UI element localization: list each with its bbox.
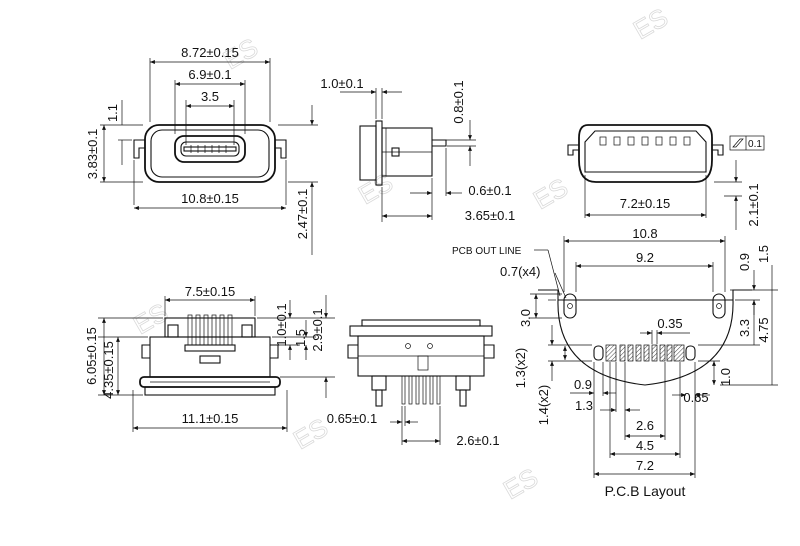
pcb-slot-width-label: 0.7(x4)	[500, 264, 540, 279]
side-depth-label: 3.65±0.1	[465, 208, 516, 223]
front-view	[100, 58, 318, 255]
pcb-layout-view	[530, 236, 778, 478]
side-flange-label: 1.0±0.1	[320, 76, 363, 91]
face-view	[567, 124, 765, 230]
side-tail-height-label: 0.8±0.1	[451, 80, 466, 123]
pcb-top-2-label: 1.5	[756, 245, 771, 263]
top-body-width-label: 10.8±0.15	[181, 191, 239, 206]
pcb-edge-label: 1.0	[718, 368, 733, 386]
bottom-width-label: 7.5±0.15	[185, 284, 236, 299]
top-outer-width-label: 8.72±0.15	[181, 45, 239, 60]
pcb-pad-1-label: 1.3	[575, 398, 593, 413]
back-view	[347, 319, 495, 445]
bottom-pin-2-label: 1.5	[293, 329, 308, 347]
bottom-pin-3-label: 2.9±0.1	[310, 308, 325, 351]
pcb-top-1-label: 0.9	[737, 253, 752, 271]
side-view	[340, 88, 476, 222]
pcb-pad-end-label: 0.65	[683, 390, 708, 405]
svg-text:ES: ES	[528, 172, 573, 215]
face-width-label: 7.2±0.15	[620, 196, 671, 211]
top-side-step-label: 1.1	[105, 104, 120, 122]
bottom-view	[98, 295, 335, 432]
top-opening-width-label: 6.9±0.1	[188, 67, 231, 82]
pcb-span-2-label: 4.5	[636, 438, 654, 453]
pcb-outline-label: PCB OUT LINE	[452, 246, 522, 257]
pcb-slot-height-label: 3.0	[518, 309, 533, 327]
bottom-pin-1-label: 1.0±0.1	[274, 303, 289, 346]
flatness-value: 0.1	[748, 139, 762, 150]
pcb-span-3-label: 7.2	[636, 458, 654, 473]
pcb-pad-w-label: 0.9	[574, 377, 592, 392]
top-total-height-label: 2.47±0.1	[295, 189, 310, 240]
back-pitch-label: 0.65±0.1	[327, 411, 378, 426]
pcb-layout-title: P.C.B Layout	[605, 483, 686, 499]
bottom-height-2-label: 4.35±0.15	[101, 341, 116, 399]
pcb-total-depth-label: 4.75	[756, 317, 771, 342]
pcb-hole-2-label: 1.4(x2)	[536, 385, 551, 425]
pcb-slot-span-label: 9.2	[636, 250, 654, 265]
pcb-span-1-label: 2.6	[636, 418, 654, 433]
pcb-pad-row-label: 3.3	[737, 319, 752, 337]
pcb-pitch-label: 0.35	[657, 316, 682, 331]
top-height-label: 3.83±0.1	[85, 129, 100, 180]
svg-text:ES: ES	[628, 2, 673, 45]
top-pins-width-label: 3.5	[201, 89, 219, 104]
bottom-total-width-label: 11.1±0.15	[182, 411, 239, 426]
bottom-height-1-label: 6.05±0.15	[84, 327, 99, 385]
svg-text:ES: ES	[498, 462, 543, 505]
back-span-label: 2.6±0.1	[456, 433, 499, 448]
pcb-hole-1-label: 1.3(x2)	[513, 348, 528, 388]
pcb-total-width-label: 10.8	[632, 226, 657, 241]
side-tail-offset-label: 0.6±0.1	[468, 183, 511, 198]
face-height-label: 2.1±0.1	[746, 183, 761, 226]
